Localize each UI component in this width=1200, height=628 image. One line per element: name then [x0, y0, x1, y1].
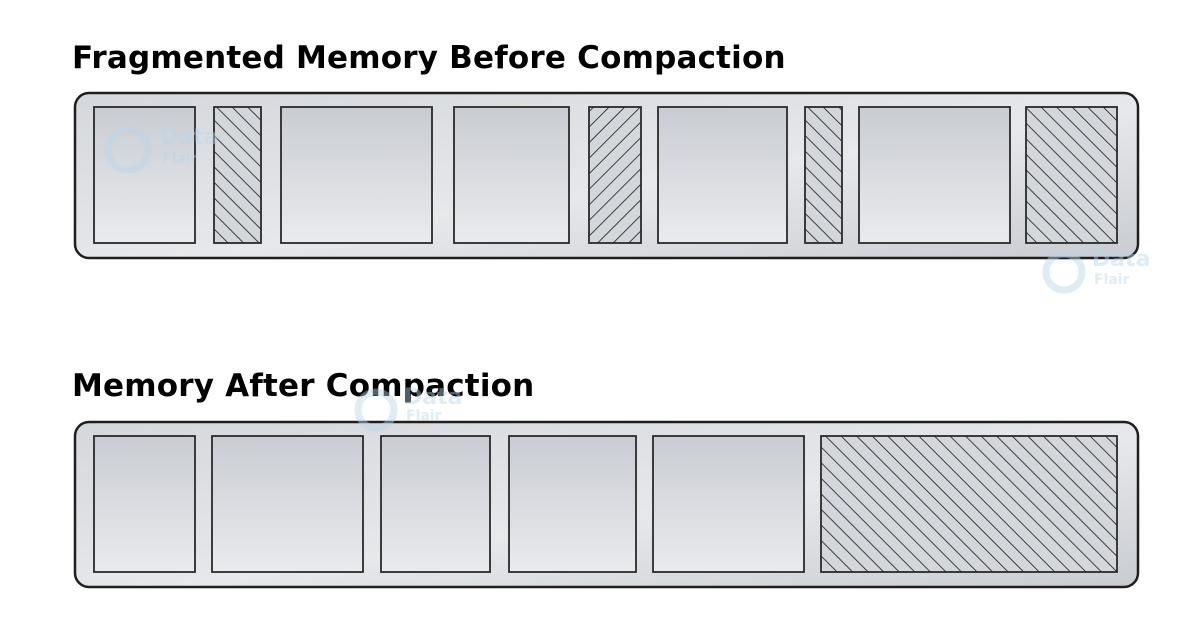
before-compaction-title: Fragmented Memory Before Compaction — [72, 40, 786, 76]
watermark-logo: Data Flair — [354, 385, 462, 432]
free-memory-hole — [588, 106, 642, 244]
allocated-block — [380, 435, 491, 573]
free-memory-hole — [213, 106, 262, 244]
watermark-text: Flair — [1094, 272, 1130, 288]
allocated-block — [280, 106, 433, 244]
allocated-block — [657, 106, 788, 244]
allocated-block — [652, 435, 805, 573]
watermark-text: Flair — [162, 151, 198, 167]
allocated-block — [211, 435, 364, 573]
watermark-text: Data — [404, 385, 462, 410]
allocated-block — [453, 106, 570, 244]
free-memory-combined — [820, 435, 1118, 573]
allocated-block — [93, 106, 196, 244]
watermark-text: Data — [1092, 247, 1150, 272]
memory-bar-before — [73, 91, 1140, 260]
watermark-logo: Data Flair — [1042, 247, 1150, 294]
watermark-text: Flair — [406, 408, 442, 424]
allocated-block — [508, 435, 637, 573]
after-compaction-title: Memory After Compaction — [72, 368, 535, 404]
memory-bar-after — [73, 420, 1140, 589]
allocated-block — [93, 435, 196, 573]
free-memory-hole — [1025, 106, 1118, 244]
free-memory-hole — [804, 106, 843, 244]
watermark-logo: Data Flair — [104, 125, 218, 174]
allocated-block — [858, 106, 1011, 244]
watermark-text: Data — [160, 125, 218, 150]
